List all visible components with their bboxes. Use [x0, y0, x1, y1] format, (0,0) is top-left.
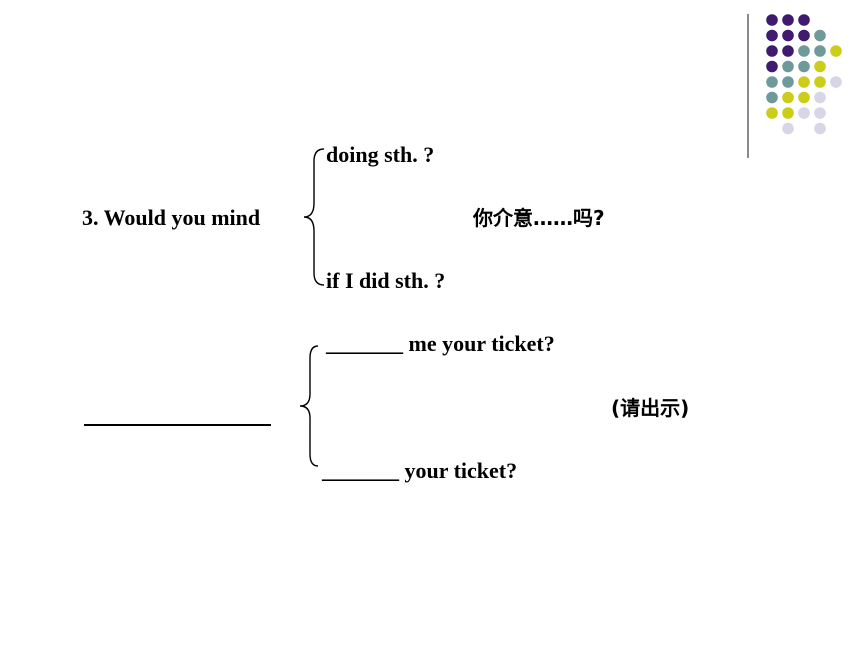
decorative-dot	[798, 76, 810, 88]
decorative-dot	[782, 45, 794, 57]
item1-translation: 你介意……吗?	[473, 206, 605, 230]
decorative-dot	[766, 29, 778, 42]
decorative-dot	[782, 107, 794, 119]
decorative-dot-grid	[766, 14, 842, 135]
decorative-dot	[782, 29, 794, 42]
decorative-dot	[782, 60, 794, 73]
decorative-dot	[782, 76, 794, 88]
decorative-dot	[766, 107, 778, 119]
decorative-dot	[798, 107, 810, 119]
item1-curly-brace	[303, 148, 325, 286]
decorative-dot	[814, 45, 826, 57]
item2-curly-brace	[299, 345, 319, 467]
item2-lead-blank-line	[84, 424, 271, 426]
decorative-dot	[766, 14, 778, 26]
decorative-dot	[798, 14, 810, 26]
decorative-dot	[782, 91, 794, 104]
item2-translation: (请出示)	[611, 396, 690, 420]
decorative-dot	[798, 29, 810, 42]
decorative-dot	[766, 76, 778, 88]
item2-option-bottom: _______ your ticket?	[322, 458, 518, 483]
decorative-dot	[766, 60, 778, 73]
item2-option-top: _______ me your ticket?	[326, 331, 555, 356]
decorative-dot	[814, 60, 826, 73]
decorative-dot	[814, 91, 826, 104]
decorative-dot	[830, 45, 842, 57]
decorative-dot	[814, 107, 826, 119]
decorative-dot	[798, 91, 810, 104]
decorative-dot	[814, 29, 826, 42]
decorative-dot	[782, 14, 794, 26]
item1-option-bottom: if I did sth. ?	[326, 268, 446, 293]
decorative-dot	[798, 60, 810, 73]
decorative-vertical-rule	[747, 14, 749, 158]
decorative-dot	[766, 91, 778, 104]
item1-option-top: doing sth. ?	[326, 142, 435, 167]
decorative-dot	[766, 45, 778, 57]
decorative-dot	[830, 76, 842, 88]
decorative-dot	[782, 122, 794, 135]
decorative-dot	[814, 122, 826, 135]
item1-lead-text: 3. Would you mind	[82, 205, 261, 230]
decorative-dot	[814, 76, 826, 88]
decorative-dot	[798, 45, 810, 57]
